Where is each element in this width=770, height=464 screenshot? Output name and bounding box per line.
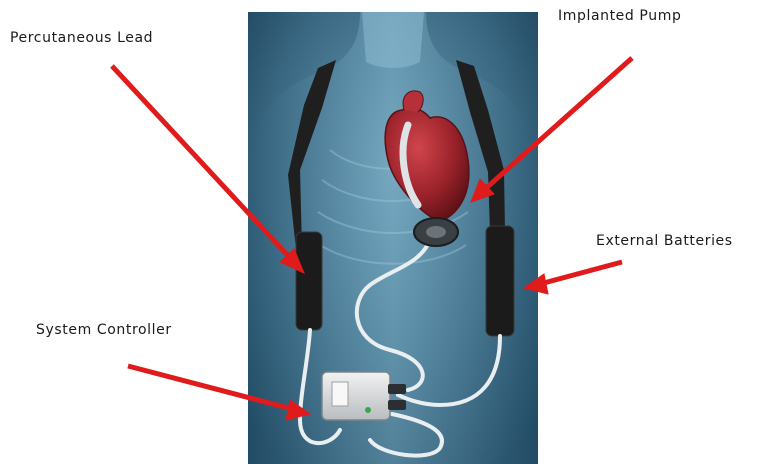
label-percutaneous-lead: Percutaneous Lead bbox=[10, 30, 153, 46]
label-implanted-pump: Implanted Pump bbox=[558, 8, 681, 24]
left-battery bbox=[296, 232, 322, 330]
controller-connector-bottom bbox=[388, 400, 406, 410]
right-battery bbox=[486, 226, 514, 336]
label-external-batteries: External Batteries bbox=[596, 233, 733, 249]
neck bbox=[362, 12, 424, 68]
controller-indicator bbox=[365, 407, 371, 413]
label-system-controller: System Controller bbox=[36, 322, 172, 338]
controller-screen bbox=[332, 382, 348, 406]
controller-connector-top bbox=[388, 384, 406, 394]
aorta bbox=[403, 91, 423, 112]
implanted-pump-ring bbox=[426, 226, 446, 238]
arrow-external-batteries bbox=[524, 262, 622, 294]
